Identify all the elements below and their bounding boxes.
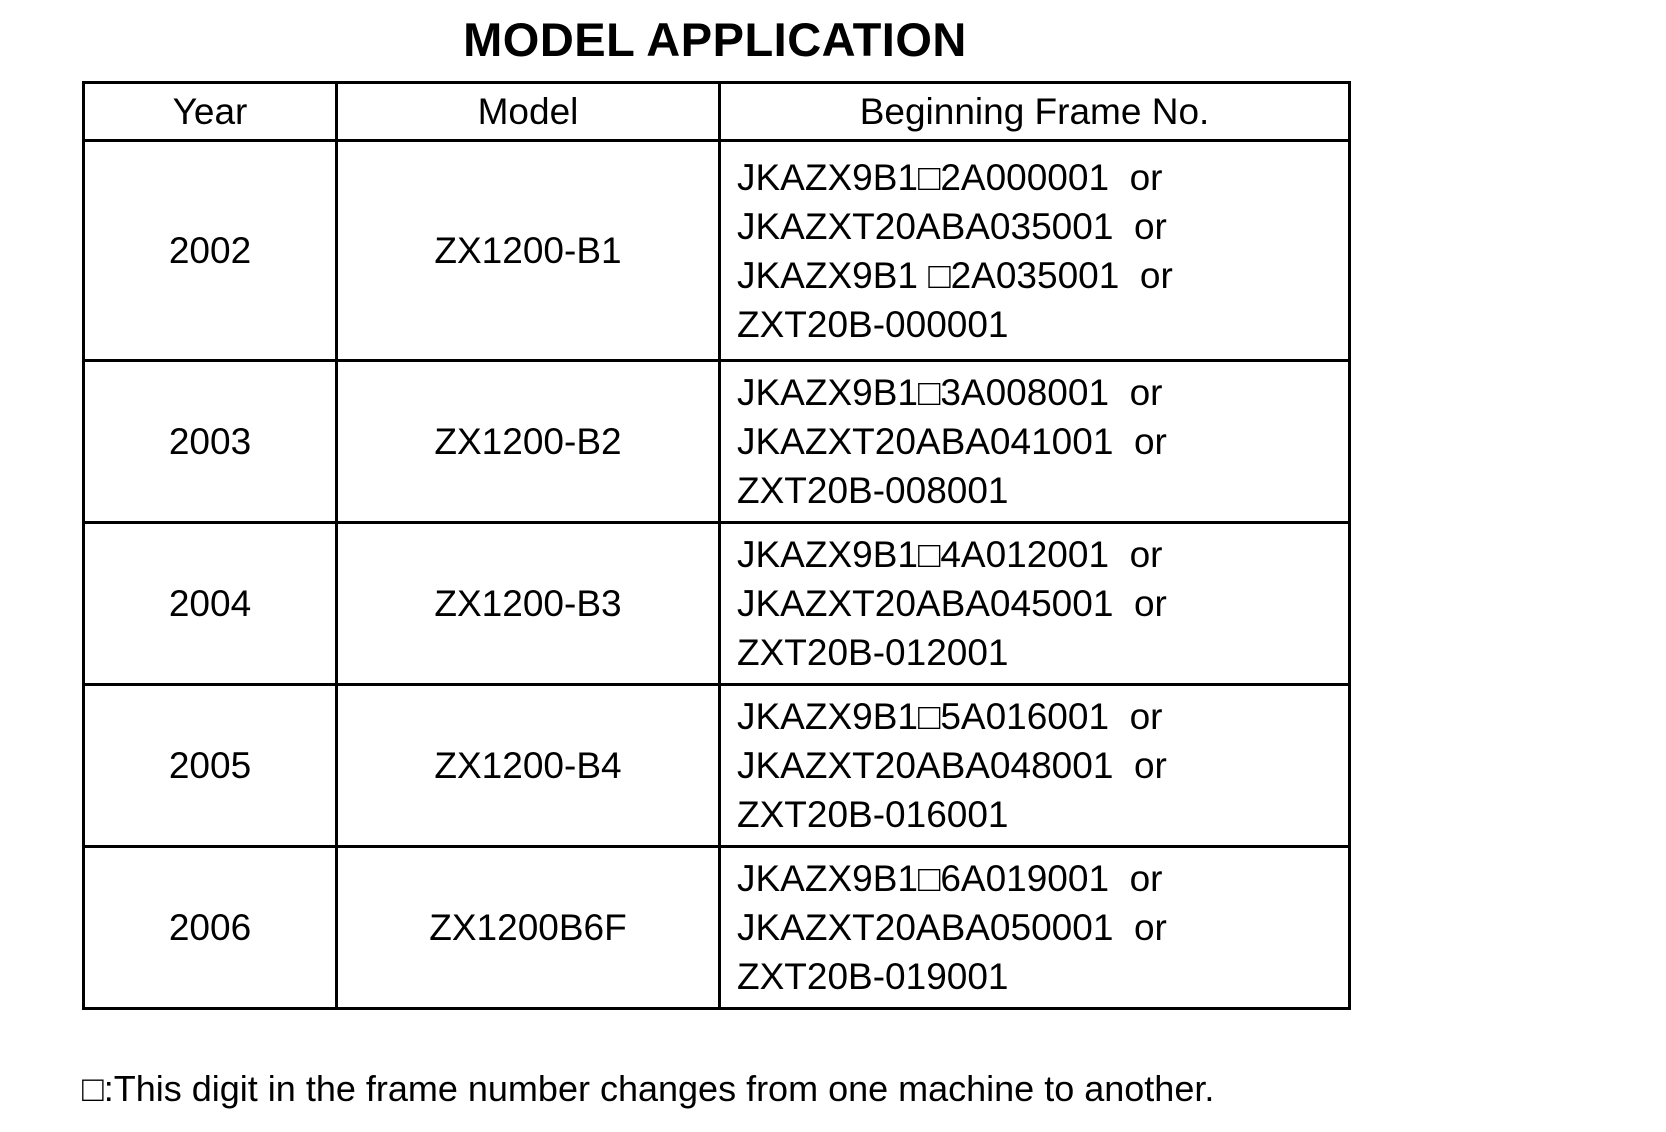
frame-number-line: JKAZX9B1□3A008001 or xyxy=(737,372,1163,413)
footnote: □:This digit in the frame number changes… xyxy=(82,1068,1215,1109)
table-row: 2003 ZX1200-B2 JKAZX9B1□3A008001 or JKAZ… xyxy=(82,359,1351,524)
table-row: 2002 ZX1200-B1 JKAZX9B1□2A000001 or JKAZ… xyxy=(82,139,1351,362)
column-header-beginning-frame-no: Beginning Frame No. xyxy=(718,81,1351,142)
table-header-row: Year Model Beginning Frame No. xyxy=(82,81,1351,142)
frame-no-cell: JKAZX9B1□2A000001 or JKAZXT20ABA035001 o… xyxy=(718,139,1351,362)
model-application-table: Year Model Beginning Frame No. 2002 ZX12… xyxy=(82,81,1351,1010)
column-header-model: Model xyxy=(335,81,721,142)
year-cell: 2006 xyxy=(82,845,338,1010)
frame-number-line: JKAZXT20ABA035001 or xyxy=(737,205,1167,247)
frame-number-line: JKAZX9B1□4A012001 or xyxy=(737,534,1163,575)
model-cell: ZX1200B6F xyxy=(335,845,721,1010)
frame-number-line: JKAZX9B1□2A000001 or xyxy=(737,156,1163,198)
frame-number-line: JKAZXT20ABA041001 or xyxy=(737,421,1167,462)
year-cell: 2005 xyxy=(82,683,338,848)
frame-number-line: ZXT20B-000001 xyxy=(737,303,1009,345)
frame-no-cell: JKAZX9B1□5A016001 or JKAZXT20ABA048001 o… xyxy=(718,683,1351,848)
model-cell: ZX1200-B1 xyxy=(335,139,721,362)
table-row: 2004 ZX1200-B3 JKAZX9B1□4A012001 or JKAZ… xyxy=(82,521,1351,686)
frame-no-cell: JKAZX9B1□4A012001 or JKAZXT20ABA045001 o… xyxy=(718,521,1351,686)
year-cell: 2004 xyxy=(82,521,338,686)
page-title: MODEL APPLICATION xyxy=(463,13,967,66)
frame-number-line: ZXT20B-008001 xyxy=(737,470,1009,511)
frame-no-cell: JKAZX9B1□6A019001 or JKAZXT20ABA050001 o… xyxy=(718,845,1351,1010)
frame-number-line: ZXT20B-012001 xyxy=(737,632,1009,673)
frame-number-line: JKAZXT20ABA045001 or xyxy=(737,583,1167,624)
table-row: 2005 ZX1200-B4 JKAZX9B1□5A016001 or JKAZ… xyxy=(82,683,1351,848)
model-cell: ZX1200-B3 xyxy=(335,521,721,686)
frame-number-line: JKAZX9B1 □2A035001 or xyxy=(737,254,1173,296)
frame-number-line: JKAZX9B1□5A016001 or xyxy=(737,696,1163,737)
frame-number-line: JKAZXT20ABA048001 or xyxy=(737,745,1167,786)
frame-number-line: ZXT20B-016001 xyxy=(737,794,1009,835)
year-cell: 2002 xyxy=(82,139,338,362)
frame-no-cell: JKAZX9B1□3A008001 or JKAZXT20ABA041001 o… xyxy=(718,359,1351,524)
column-header-year: Year xyxy=(82,81,338,142)
table-row: 2006 ZX1200B6F JKAZX9B1□6A019001 or JKAZ… xyxy=(82,845,1351,1010)
frame-number-line: JKAZXT20ABA050001 or xyxy=(737,907,1167,948)
model-cell: ZX1200-B4 xyxy=(335,683,721,848)
frame-number-line: JKAZX9B1□6A019001 or xyxy=(737,858,1163,899)
frame-number-line: ZXT20B-019001 xyxy=(737,956,1009,997)
year-cell: 2003 xyxy=(82,359,338,524)
document-page: MODEL APPLICATION Year Model Beginning F… xyxy=(82,0,1351,1110)
model-cell: ZX1200-B2 xyxy=(335,359,721,524)
